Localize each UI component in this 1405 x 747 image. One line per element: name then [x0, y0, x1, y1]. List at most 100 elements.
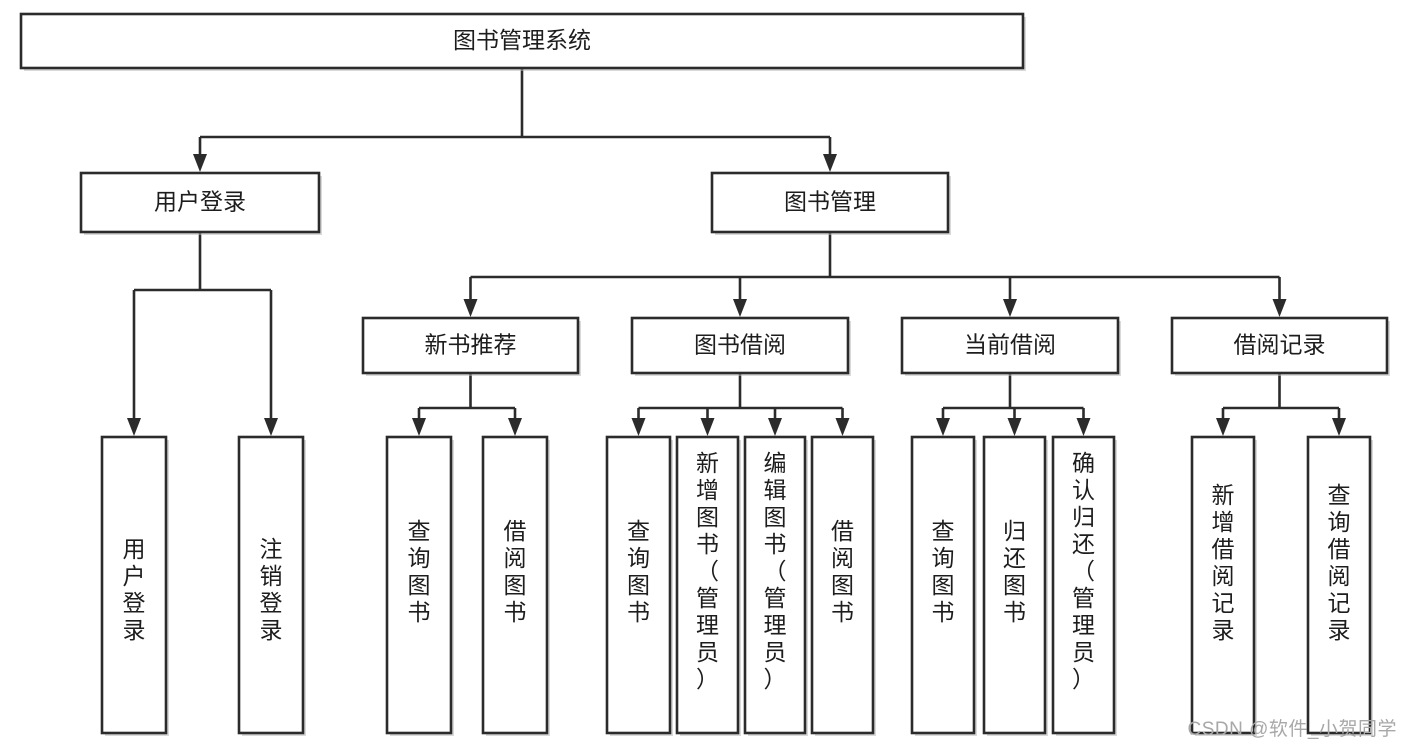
svg-text:书: 书	[408, 599, 431, 625]
svg-text:图: 图	[1003, 572, 1026, 598]
svg-text:还: 还	[1072, 531, 1095, 557]
svg-text:归: 归	[1072, 504, 1095, 530]
svg-text:员: 员	[764, 639, 787, 665]
node-rect[interactable]	[100, 435, 168, 735]
node-label: 借阅记录	[1234, 332, 1326, 358]
node-rect[interactable]	[19, 12, 1025, 70]
connector-layer	[127, 68, 1346, 436]
svg-text:用: 用	[123, 536, 146, 562]
svg-text:借: 借	[1212, 536, 1235, 562]
node-label: 新书推荐	[425, 332, 517, 358]
svg-text:询: 询	[408, 545, 431, 571]
svg-text:记: 记	[1328, 590, 1351, 616]
node-borrow-record[interactable]: 借阅记录	[1170, 316, 1390, 376]
svg-text:图: 图	[504, 572, 527, 598]
svg-text:图: 图	[932, 572, 955, 598]
svg-text:员: 员	[1072, 639, 1095, 665]
svg-text:书: 书	[831, 599, 854, 625]
node-rect[interactable]	[910, 435, 976, 735]
svg-text:书: 书	[696, 531, 719, 557]
svg-text:询: 询	[627, 545, 650, 571]
svg-text:查: 查	[932, 518, 955, 544]
svg-text:记: 记	[1212, 590, 1235, 616]
svg-text:）: ）	[696, 666, 719, 692]
node-label: 用户登录	[154, 189, 246, 215]
svg-text:增: 增	[696, 477, 719, 503]
svg-text:书: 书	[504, 599, 527, 625]
node-user-login[interactable]: 用户登录	[79, 171, 322, 235]
svg-text:借: 借	[1328, 536, 1351, 562]
svg-text:管: 管	[764, 585, 787, 611]
svg-text:书: 书	[1003, 599, 1026, 625]
svg-text:查: 查	[627, 518, 650, 544]
node-rect[interactable]	[1306, 435, 1372, 735]
svg-text:编: 编	[764, 450, 787, 476]
svg-text:新: 新	[1212, 482, 1235, 508]
node-rect[interactable]	[79, 171, 321, 234]
node-label-vertical: 用户登录	[123, 536, 146, 643]
node-rect[interactable]	[237, 435, 305, 735]
node-rect[interactable]	[810, 435, 875, 735]
node-label: 图书管理系统	[453, 27, 591, 53]
svg-text:阅: 阅	[831, 545, 854, 571]
node-book-manage[interactable]: 图书管理	[710, 171, 951, 235]
node-layer: 图书管理系统用户登录图书管理新书推荐图书借阅当前借阅借阅记录用户登录注销登录查询…	[19, 12, 1390, 736]
node-rect[interactable]	[385, 435, 453, 735]
svg-text:登: 登	[123, 590, 146, 616]
svg-text:销: 销	[260, 563, 283, 589]
node-rect[interactable]	[481, 435, 549, 735]
svg-text:录: 录	[1328, 617, 1351, 643]
node-rect[interactable]	[675, 435, 740, 735]
svg-text:阅: 阅	[1328, 563, 1351, 589]
svg-text:确: 确	[1072, 450, 1095, 476]
node-current-borrow[interactable]: 当前借阅	[900, 316, 1121, 376]
node-rect[interactable]	[361, 316, 580, 375]
node-rect[interactable]	[982, 435, 1047, 735]
svg-text:（: （	[696, 558, 719, 584]
svg-text:户: 户	[123, 563, 146, 589]
svg-text:（: （	[1072, 558, 1095, 584]
svg-text:图: 图	[764, 504, 787, 530]
node-rect[interactable]	[900, 316, 1120, 375]
node-root[interactable]: 图书管理系统	[19, 12, 1026, 71]
node-rect[interactable]	[743, 435, 807, 735]
svg-text:图: 图	[627, 572, 650, 598]
svg-text:登: 登	[260, 590, 283, 616]
node-rect[interactable]	[1170, 316, 1389, 375]
node-rect[interactable]	[1051, 435, 1116, 735]
node-book-borrow[interactable]: 图书借阅	[630, 316, 851, 376]
node-rect[interactable]	[605, 435, 672, 735]
svg-text:图: 图	[831, 572, 854, 598]
svg-text:借: 借	[504, 518, 527, 544]
node-rect[interactable]	[630, 316, 850, 375]
svg-text:理: 理	[764, 612, 787, 638]
svg-text:新: 新	[696, 450, 719, 476]
node-label: 图书借阅	[694, 332, 786, 358]
node-label: 图书管理	[784, 189, 876, 215]
node-new-book-rec[interactable]: 新书推荐	[361, 316, 581, 376]
node-rect[interactable]	[1190, 435, 1256, 735]
svg-text:书: 书	[627, 599, 650, 625]
node-rect[interactable]	[710, 171, 950, 234]
node-leaf-user-login[interactable]: 用户登录	[100, 435, 169, 736]
